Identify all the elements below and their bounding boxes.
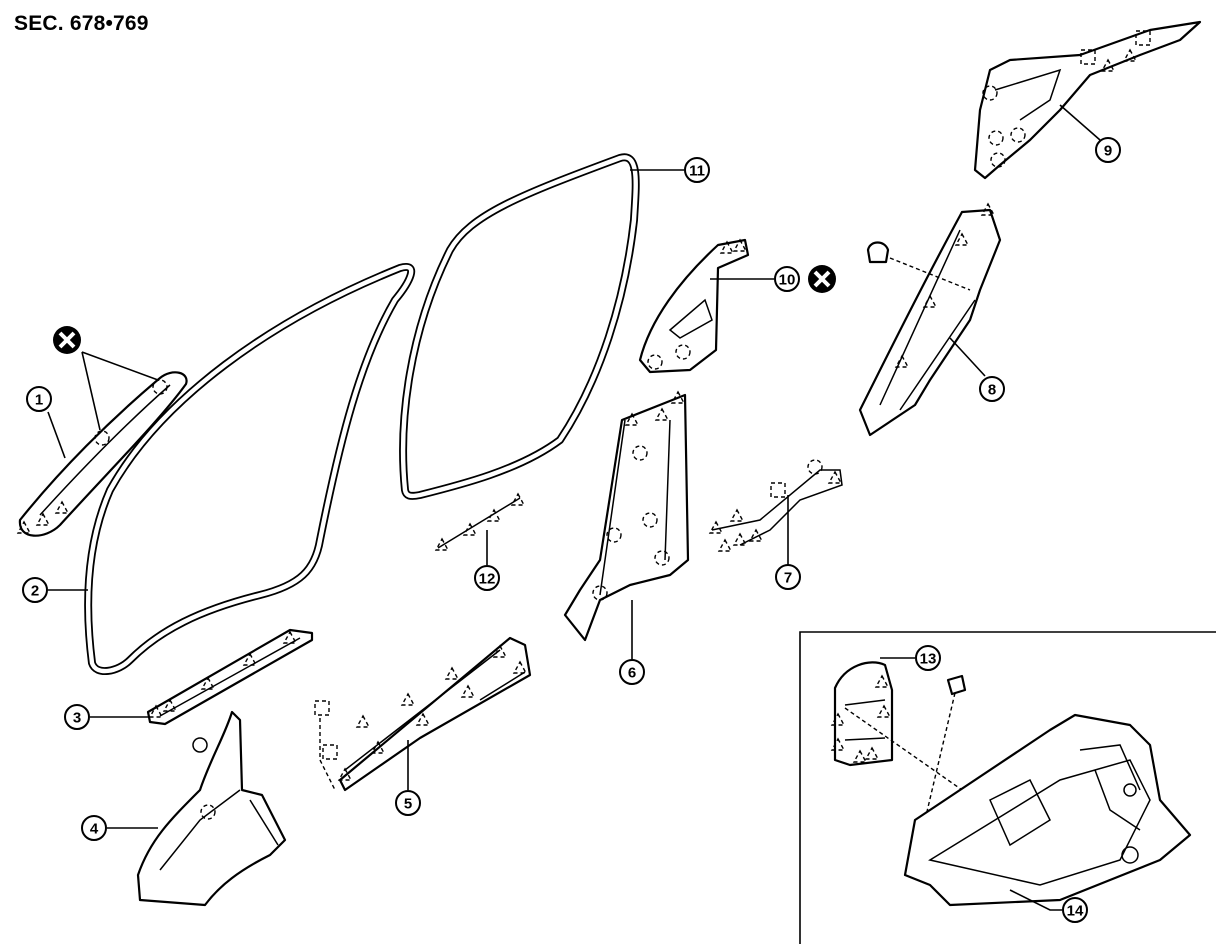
front-door-weatherstrip: [84, 262, 416, 675]
svg-text:5: 5: [404, 796, 412, 813]
clip-strip-12: [435, 493, 525, 551]
callout-1: 1: [26, 386, 66, 459]
luggage-side-finisher: [903, 713, 1192, 907]
rear-side-finisher-bracket: [831, 661, 894, 767]
svg-text:8: 8: [988, 382, 996, 399]
rear-kicking-plate: [314, 636, 532, 792]
rear-door-weatherstrip: [399, 153, 640, 500]
rear-pillar-garnish: [858, 203, 1002, 437]
clip-strip-7: [709, 459, 843, 552]
section-label: SEC. 678•769: [14, 12, 149, 35]
front-kicking-plate: [146, 628, 314, 726]
center-pillar-lower-garnish: [563, 391, 690, 642]
svg-text:7: 7: [784, 570, 792, 587]
callout-8: 8: [949, 337, 1005, 402]
svg-text:14: 14: [1067, 903, 1084, 920]
callout-7: 7: [775, 495, 801, 590]
assembly-leader-clip: [924, 692, 956, 821]
x-mark-icon: [51, 324, 83, 356]
rear-shelf-side: [973, 20, 1202, 180]
svg-text:11: 11: [689, 163, 705, 180]
callout-14: 14: [1009, 889, 1088, 923]
center-pillar-upper-garnish: [638, 238, 750, 374]
svg-text:3: 3: [73, 710, 81, 727]
push-clip-icon: [946, 674, 967, 696]
svg-text:12: 12: [479, 571, 496, 588]
front-pillar-garnish: [17, 371, 188, 537]
callout-13: 13: [880, 645, 941, 671]
svg-text:1: 1: [35, 392, 43, 409]
callout-11: 11: [630, 157, 710, 183]
callout-10: 10: [710, 266, 800, 292]
dash-side-finisher: [136, 710, 287, 907]
svg-text:6: 6: [628, 665, 636, 682]
svg-text:13: 13: [920, 651, 937, 668]
callout-2: 2: [22, 577, 88, 603]
callout-4: 4: [81, 815, 158, 841]
inset-frame: [799, 631, 1216, 944]
x-mark-icon: [806, 263, 838, 295]
svg-text:9: 9: [1104, 143, 1112, 160]
callout-3: 3: [64, 704, 150, 730]
svg-text:4: 4: [90, 821, 99, 838]
svg-text:10: 10: [779, 272, 796, 289]
callout-12: 12: [474, 530, 500, 591]
callout-5: 5: [395, 740, 421, 816]
callout-6: 6: [619, 600, 645, 685]
callout-9: 9: [1059, 104, 1121, 163]
svg-text:2: 2: [31, 583, 39, 600]
